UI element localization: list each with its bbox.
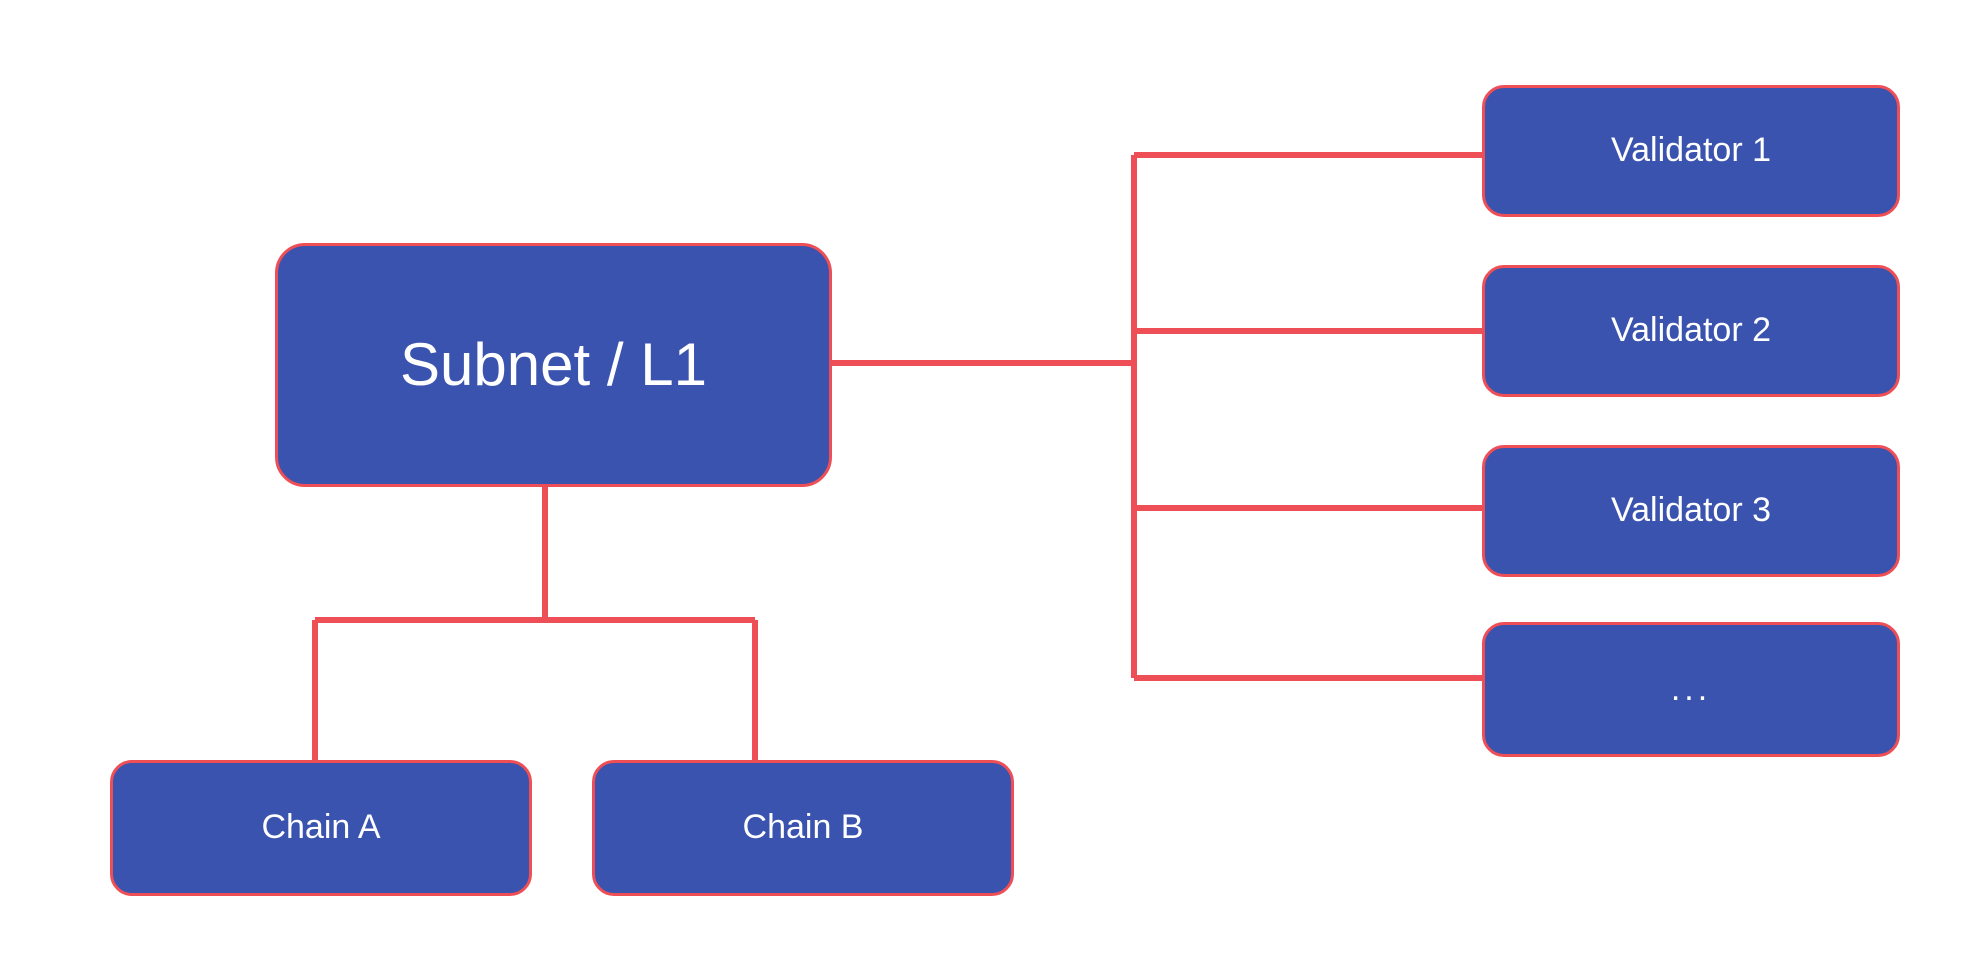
node-validator-more-label: ... <box>1670 669 1712 708</box>
node-validator-1[interactable]: Validator 1 <box>1482 85 1900 217</box>
node-validator-3[interactable]: Validator 3 <box>1482 445 1900 577</box>
node-subnet-l1[interactable]: Subnet / L1 <box>275 243 832 487</box>
node-subnet-l1-label: Subnet / L1 <box>400 331 707 398</box>
node-chain-b-label: Chain B <box>742 808 864 847</box>
node-chain-a-label: Chain A <box>261 808 381 847</box>
node-chain-a[interactable]: Chain A <box>110 760 532 896</box>
node-validator-more[interactable]: ... <box>1482 622 1900 757</box>
node-chain-b[interactable]: Chain B <box>592 760 1014 896</box>
node-validator-2-label: Validator 2 <box>1610 311 1772 350</box>
node-validator-1-label: Validator 1 <box>1610 131 1772 170</box>
node-validator-2[interactable]: Validator 2 <box>1482 265 1900 397</box>
node-validator-3-label: Validator 3 <box>1610 491 1772 530</box>
